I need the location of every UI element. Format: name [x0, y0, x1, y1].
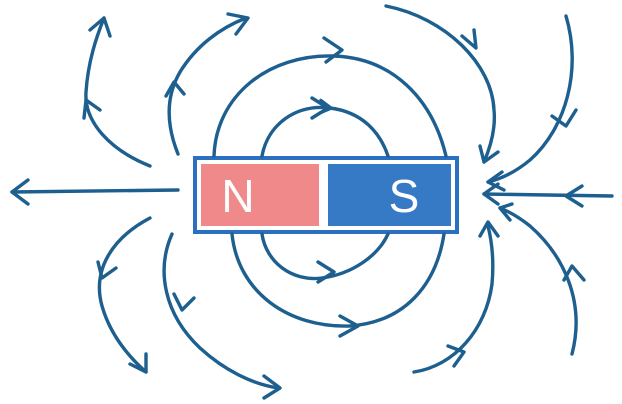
arrow-right-axis-b [564, 184, 584, 208]
field-line-lower-right-1 [498, 206, 578, 356]
arrow-lower-right-1 [498, 202, 514, 222]
arrow-lower-left-1b [96, 260, 118, 280]
north-pole [201, 164, 319, 226]
field-line-inner-top [260, 98, 390, 158]
north-pole-label: N [221, 170, 254, 222]
arrow-upper-right-1b [478, 144, 500, 164]
arrow-right-axis [482, 182, 500, 206]
field-line-left-axis [10, 188, 180, 194]
field-line-lower-left-1 [97, 216, 152, 374]
arrow-upper-left-1 [88, 16, 112, 38]
field-line-middle-top [212, 54, 448, 158]
field-line-inner-bottom [260, 232, 390, 281]
arrow-lower-left-2b [172, 292, 196, 312]
field-line-lower-left-2 [162, 232, 280, 390]
field-line-lower-right-2 [412, 224, 495, 374]
field-line-upper-left-1 [84, 16, 152, 168]
arrow-middle-bottom [338, 314, 360, 338]
arrow-upper-right-2 [550, 108, 578, 128]
field-lines [10, 4, 614, 400]
field-line-upper-right-1 [384, 4, 497, 164]
south-pole [328, 164, 451, 226]
field-line-upper-right-2 [486, 14, 574, 184]
arrow-upper-left-1b [82, 98, 102, 120]
field-line-right-axis [482, 192, 614, 198]
arrow-left-axis [10, 178, 30, 206]
arrow-lower-right-2 [478, 220, 500, 238]
arrow-lower-right-2b [446, 344, 466, 368]
south-pole-label: S [389, 170, 420, 222]
arrow-upper-right-1 [460, 28, 478, 50]
arrow-middle-top [322, 36, 344, 64]
field-line-upper-left-2 [167, 16, 248, 156]
field-line-middle-bottom [230, 232, 446, 328]
arrow-inner-top [310, 96, 330, 120]
arrow-lower-left-2 [262, 374, 282, 400]
bar-magnet: N S [193, 156, 459, 234]
arrow-upper-right-2b [486, 170, 506, 192]
arrow-upper-left-2b [164, 80, 186, 98]
arrow-lower-left-1 [128, 352, 148, 374]
arrow-upper-left-2 [226, 12, 250, 36]
arrow-lower-right-1b [562, 264, 586, 282]
arrow-inner-bottom [316, 260, 336, 284]
